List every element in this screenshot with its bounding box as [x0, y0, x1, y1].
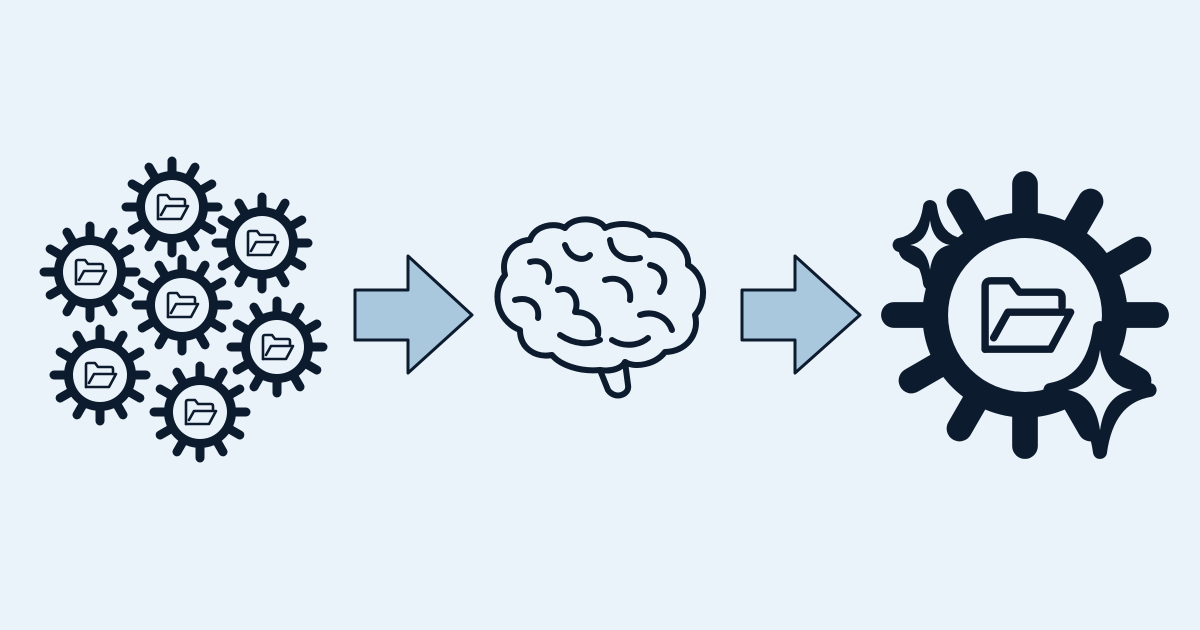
gear-folder-icon — [881, 171, 1169, 459]
gear-folder-icon — [226, 296, 328, 398]
folder-icon — [166, 291, 200, 319]
arrow-right-icon — [353, 254, 474, 375]
folder-icon — [74, 258, 108, 286]
folder-icon — [261, 333, 295, 361]
folder-icon — [184, 398, 218, 426]
arrow-right-icon — [740, 254, 862, 375]
folder-icon — [246, 229, 280, 257]
gear-folder-icon — [121, 156, 223, 258]
source-gear-cluster — [39, 156, 328, 463]
sparkle-inner — [910, 220, 950, 270]
gear-folder-sparkle-icon — [881, 171, 1169, 459]
folder-icon — [84, 361, 118, 389]
sparkle-inner — [1067, 349, 1133, 431]
gear-folder-icon — [149, 361, 251, 463]
folder-icon — [156, 193, 190, 221]
gear-folder-icon — [39, 221, 141, 323]
folder-icon — [981, 277, 1075, 353]
gear-folder-icon — [131, 254, 233, 356]
gear-folder-icon — [49, 324, 151, 426]
brain-icon — [494, 216, 707, 399]
gear-folder-icon — [211, 192, 313, 294]
